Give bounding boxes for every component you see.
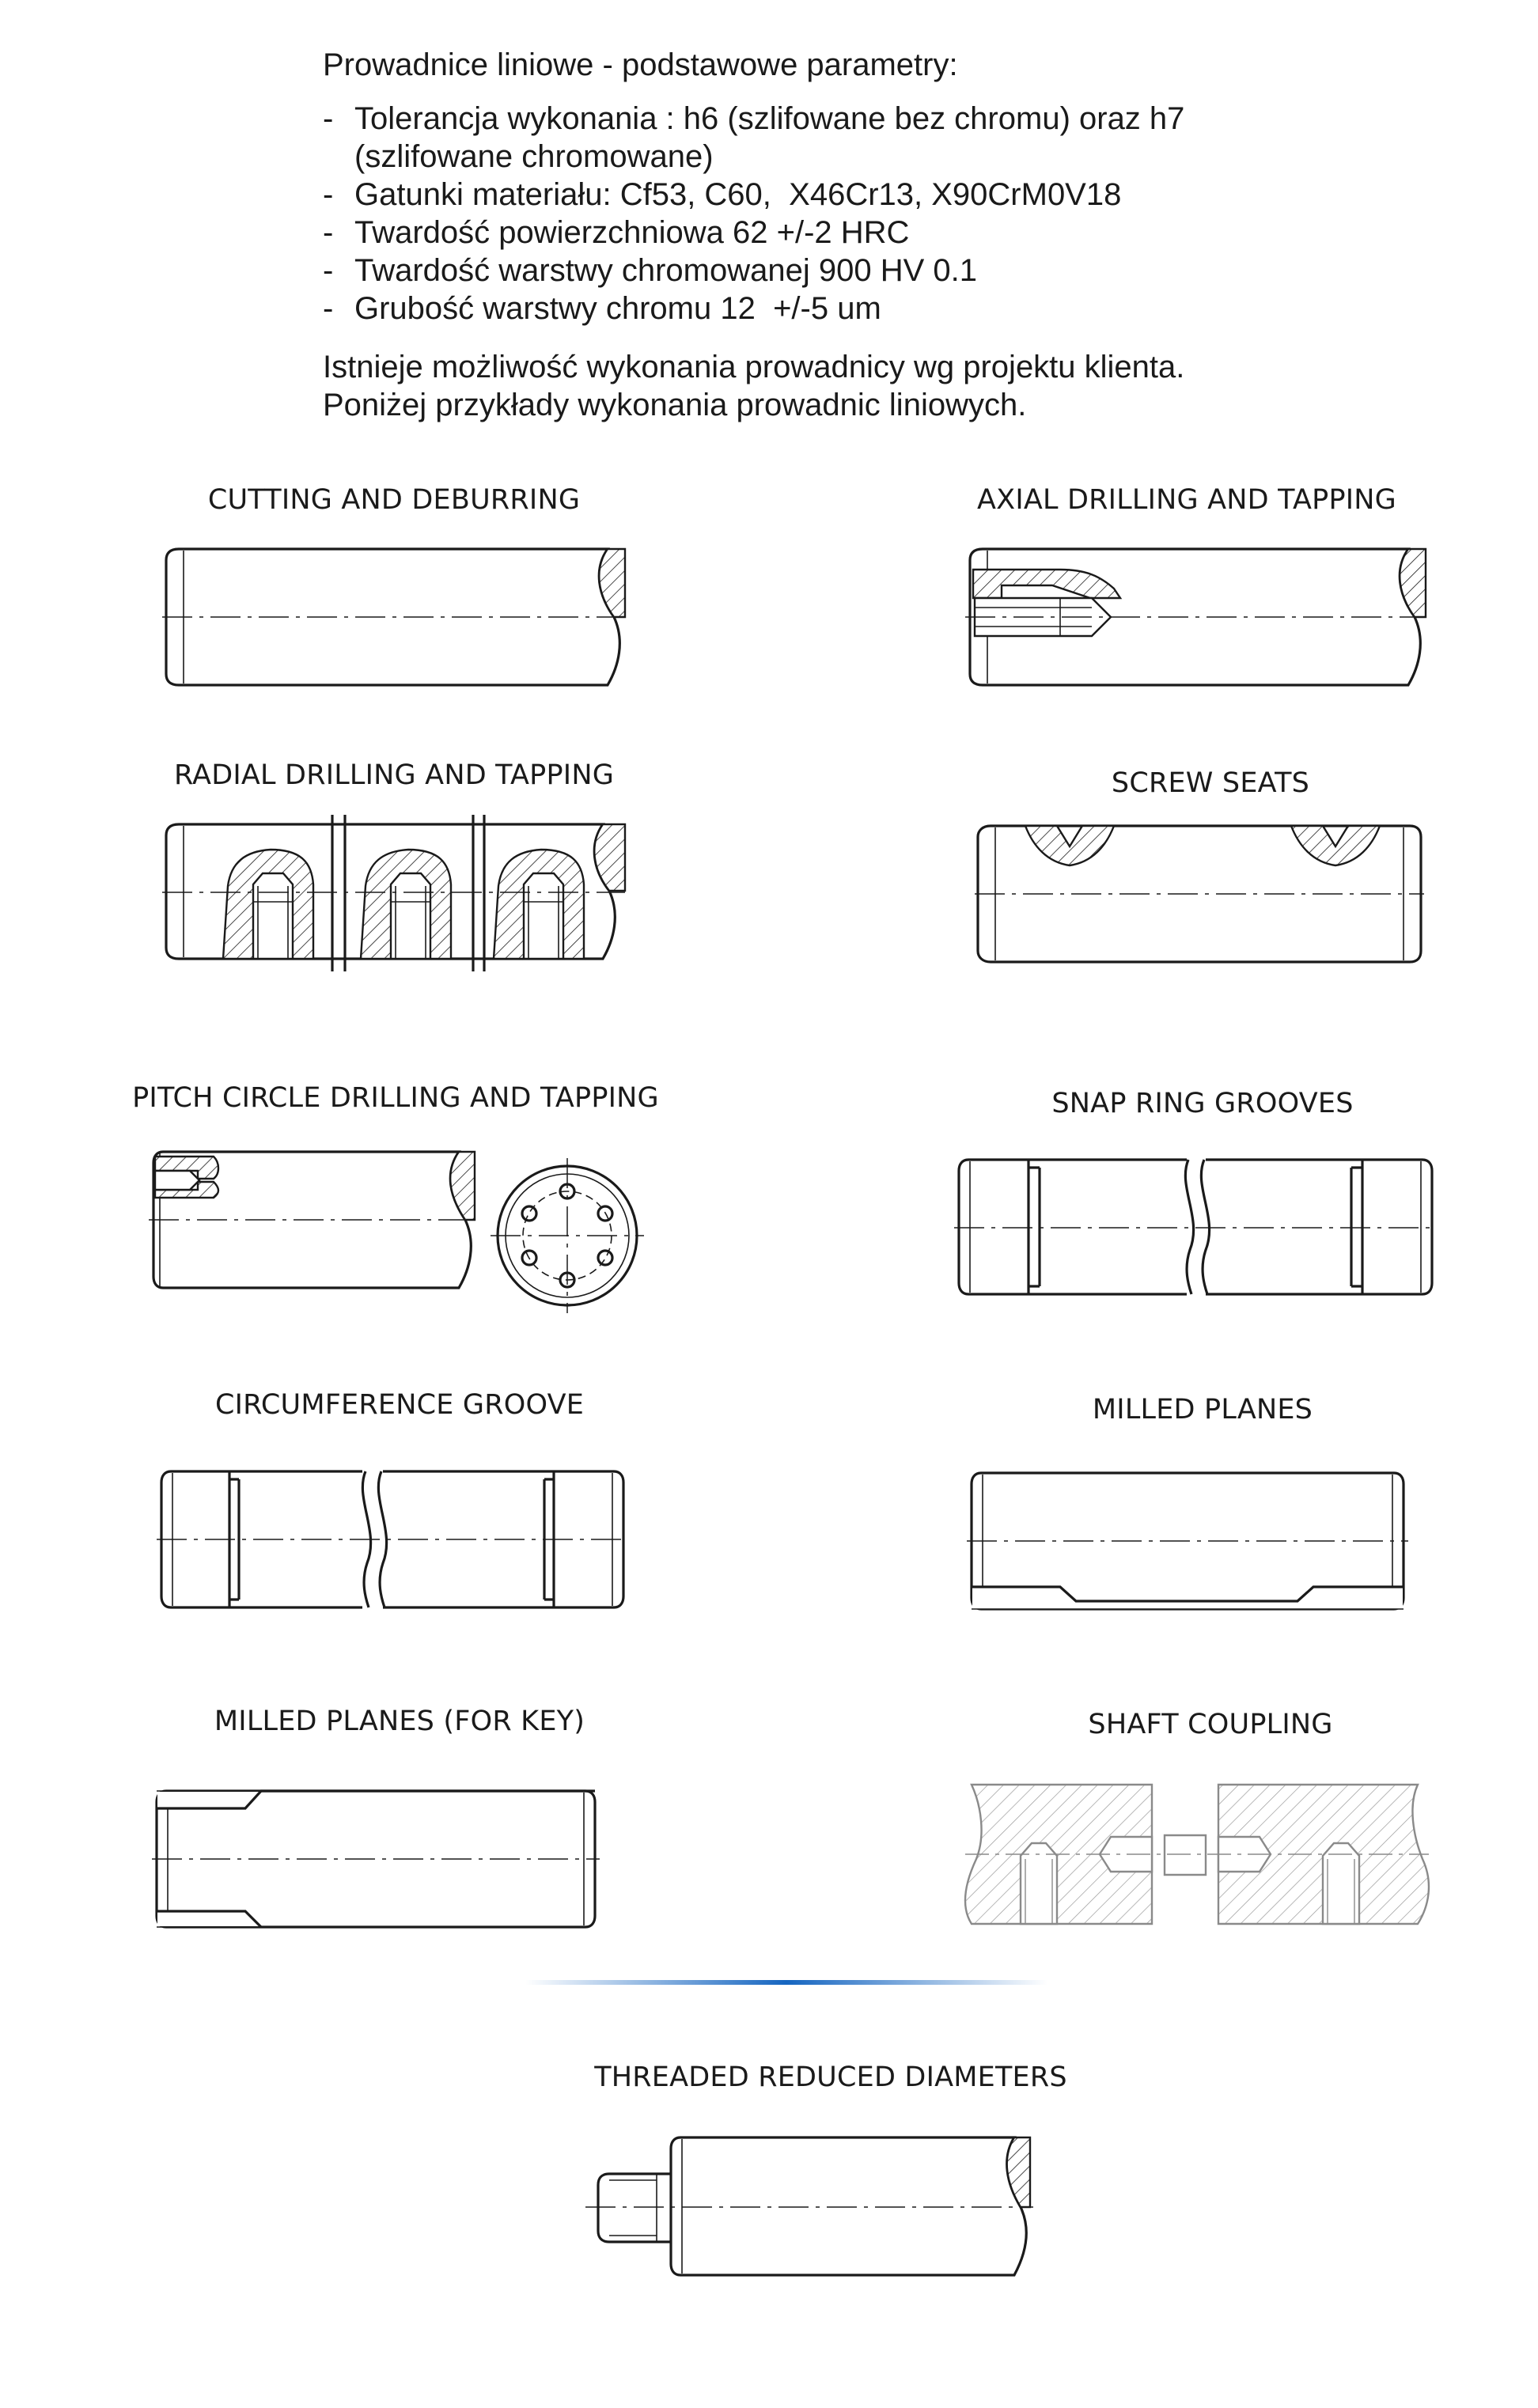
bullet-dash: - [323,215,334,250]
drawing-axial-drilling [965,547,1427,687]
figure-label-screw-seats: SCREW SEATS [1111,767,1310,799]
intro-title: Prowadnice liniowe - podstawowe parametr… [323,47,958,82]
closing-line: Poniżej przykłady wykonania prowadnic li… [323,388,1027,422]
drawing-radial-drilling [162,815,627,971]
parameter-text: Gatunki materiału: Cf53, C60, X46Cr13, X… [354,177,1122,212]
drawing-pitch-circle [149,1150,644,1313]
figure-label-circumference: CIRCUMFERENCE GROOVE [214,1389,585,1421]
figure-label-radial: RADIAL DRILLING AND TAPPING [173,759,615,791]
figure-label-snap-ring: SNAP RING GROOVES [1051,1088,1354,1119]
drawing-milled-key [152,1789,600,1929]
parameter-text: Twardość powierzchniowa 62 +/-2 HRC [354,215,910,250]
parameter-item: -Twardość powierzchniowa 62 +/-2 HRC [323,214,1351,252]
divider-accent [525,1980,1047,1985]
drawing-circumference-groove [157,1467,628,1611]
drawing-cutting-deburring [162,547,627,687]
bullet-dash: - [323,177,334,212]
figure-label-threaded: THREADED REDUCED DIAMETERS [594,2062,1067,2093]
closing-line: Istnieje możliwość wykonania prowadnicy … [323,350,1185,384]
parameter-list: -Tolerancja wykonania : h6 (szlifowane b… [323,100,1351,328]
figure-label-milled-planes: MILLED PLANES [1092,1394,1313,1425]
parameter-text: Twardość warstwy chromowanej 900 HV 0.1 [354,253,977,288]
drawing-shaft-coupling [964,1783,1430,1925]
parameter-text: Grubość warstwy chromu 12 +/-5 um [354,291,881,326]
figure-label-milled-key: MILLED PLANES (FOR KEY) [214,1706,585,1737]
drawing-screw-seats [975,824,1424,964]
bullet-dash: - [323,253,334,288]
figure-label-cutting: CUTTING AND DEBURRING [207,484,581,516]
drawing-threaded-reduced [585,2136,1033,2277]
figure-label-axial: AXIAL DRILLING AND TAPPING [977,484,1396,516]
parameter-text: Tolerancja wykonania : h6 (szlifowane be… [354,101,1185,174]
parameter-item: -Twardość warstwy chromowanej 900 HV 0.1 [323,252,1351,290]
bullet-dash: - [323,291,334,326]
parameter-item: -Grubość warstwy chromu 12 +/-5 um [323,290,1351,328]
figure-label-shaft-coupling: SHAFT COUPLING [1088,1709,1333,1740]
parameter-item: -Tolerancja wykonania : h6 (szlifowane b… [323,100,1351,176]
intro-block: Prowadnice liniowe - podstawowe parametr… [323,46,1351,424]
bullet-dash: - [323,101,334,136]
drawing-snap-ring [954,1155,1437,1299]
figure-label-pitch-circle: PITCH CIRCLE DRILLING AND TAPPING [132,1082,659,1114]
parameter-item: -Gatunki materiału: Cf53, C60, X46Cr13, … [323,176,1351,214]
drawing-milled-planes [967,1471,1408,1611]
